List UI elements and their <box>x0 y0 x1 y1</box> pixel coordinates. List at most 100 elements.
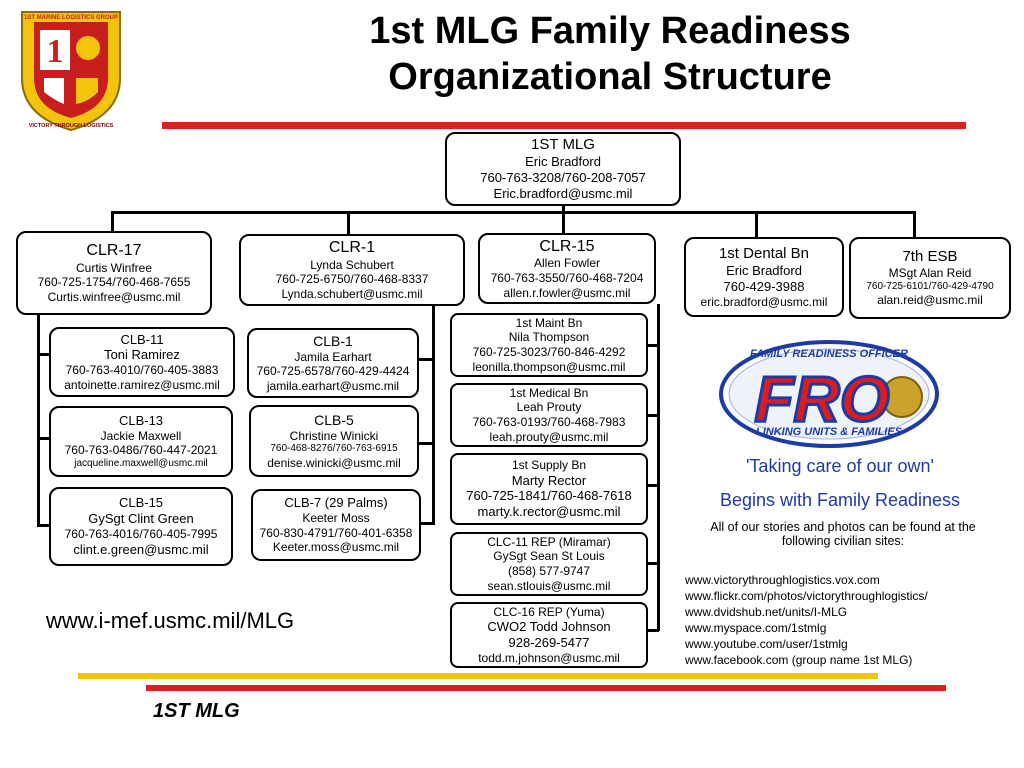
contact-phone: 760-763-3208/760-208-7057 <box>480 170 646 186</box>
connector <box>647 414 659 417</box>
contact-phone: 760-763-4016/760-405-7995 <box>64 527 218 542</box>
contact-phone: 760-830-4791/760-401-6358 <box>259 525 413 540</box>
connector <box>647 562 659 565</box>
contact-phone: 760-725-6578/760-429-4424 <box>256 364 410 379</box>
unit-name: CLB-11 <box>120 331 164 347</box>
connector <box>111 211 915 214</box>
site-link[interactable]: www.myspace.com/1stmlg <box>685 621 827 635</box>
org-box-clb-7: CLB-7 (29 Palms) Keeter Moss 760-830-479… <box>251 489 421 561</box>
contact-name: GySgt Clint Green <box>88 511 194 527</box>
contact-name: Jackie Maxwell <box>100 428 182 443</box>
header-red-bar <box>162 122 966 129</box>
unit-name: CLB-1 <box>313 332 353 349</box>
contact-name: Eric Bradford <box>525 154 601 170</box>
unit-name: 1ST MLG <box>531 136 595 154</box>
fro-banner-top: FAMILY READINESS OFFICER <box>750 348 908 360</box>
unit-name: CLR-1 <box>328 239 376 257</box>
connector <box>37 437 49 440</box>
contact-email: allen.r.fowler@usmc.mil <box>503 285 631 300</box>
contact-phone: 760-763-0193/760-468-7983 <box>472 415 626 429</box>
contact-phone: 760-763-0486/760-447-2021 <box>64 443 218 458</box>
site-link[interactable]: www.victorythroughlogistics.vox.com <box>685 573 880 587</box>
fro-note: All of our stories and photos can be fou… <box>710 520 976 548</box>
title-line-1: 1st MLG Family Readiness <box>369 10 851 52</box>
contact-email: antoinette.ramirez@usmc.mil <box>64 377 220 392</box>
site-link[interactable]: www.dvidshub.net/units/I-MLG <box>685 605 848 619</box>
contact-name: Keeter Moss <box>302 510 370 525</box>
unit-name: CLR-15 <box>539 237 595 255</box>
unit-name: 7th ESB <box>902 248 958 266</box>
contact-name: GySgt Sean St Louis <box>493 549 605 564</box>
site-link[interactable]: www.facebook.com (group name 1st MLG) <box>685 653 913 667</box>
contact-name: MSgt Alan Reid <box>888 266 972 281</box>
website-link[interactable]: www.i-mef.usmc.mil/MLG <box>46 608 295 633</box>
contact-phone: 760-763-3550/760-468-7204 <box>490 270 644 285</box>
connector <box>432 306 435 524</box>
org-box-clb-5: CLB-5 Christine Winicki 760-468-8276/760… <box>249 405 419 477</box>
unit-logo: 1 1ST MARINE LOGISTICS GROUP VICTORY THR… <box>14 8 128 134</box>
connector <box>562 206 565 214</box>
contact-email: Eric.bradford@usmc.mil <box>493 186 633 202</box>
logo-ring-bottom: VICTORY THROUGH LOGISTICS <box>29 123 114 129</box>
contact-name: Toni Ramirez <box>104 347 180 363</box>
site-link[interactable]: www.flickr.com/photos/victorythroughlogi… <box>685 589 928 603</box>
contact-email: marty.k.rector@usmc.mil <box>477 504 621 520</box>
unit-name: 1st Medical Bn <box>509 385 589 400</box>
org-box-1st-mlg: 1ST MLG Eric Bradford 760-763-3208/760-2… <box>445 132 681 206</box>
org-box-clr-17: CLR-17 Curtis Winfree 760-725-1754/760-4… <box>16 231 212 315</box>
connector <box>657 304 660 631</box>
contact-email: todd.m.johnson@usmc.mil <box>478 650 620 665</box>
org-box-clc-11-rep: CLC-11 REP (Miramar) GySgt Sean St Louis… <box>450 532 648 596</box>
connector <box>913 211 916 238</box>
contact-name: Eric Bradford <box>726 262 802 278</box>
connector <box>755 211 758 238</box>
contact-email: sean.stlouis@usmc.mil <box>487 578 611 593</box>
connector <box>647 629 659 632</box>
unit-name: CLB-7 (29 Palms) <box>284 495 388 511</box>
footer-brand: 1ST MLG <box>153 700 240 722</box>
org-box-1st-maint-bn: 1st Maint Bn Nila Thompson 760-725-3023/… <box>450 313 648 377</box>
unit-name: CLC-16 REP (Yuma) <box>493 604 605 619</box>
contact-email: jamila.earhart@usmc.mil <box>266 378 400 393</box>
site-list: www.victorythroughlogistics.vox.com www.… <box>685 572 1015 668</box>
footer-yellow-bar <box>78 673 878 679</box>
contact-phone: 760-725-1841/760-468-7618 <box>466 488 632 504</box>
org-box-1st-supply-bn: 1st Supply Bn Marty Rector 760-725-1841/… <box>450 453 648 525</box>
contact-phone: 760-763-4010/760-405-3883 <box>65 363 219 378</box>
connector <box>37 315 40 527</box>
contact-name: Lynda Schubert <box>310 257 394 272</box>
contact-email: clint.e.green@usmc.mil <box>73 541 209 557</box>
contact-name: Marty Rector <box>511 472 587 488</box>
contact-email: Curtis.winfree@usmc.mil <box>47 290 181 305</box>
title-line-2: Organizational Structure <box>388 56 832 98</box>
contact-phone: (858) 577-9747 <box>507 564 591 578</box>
contact-name: Jamila Earhart <box>294 349 372 364</box>
fro-letters: FRO <box>754 363 889 435</box>
page-title: 1st MLG Family Readiness Organizational … <box>200 8 1020 100</box>
unit-name: 1st Supply Bn <box>511 457 587 472</box>
connector <box>111 211 114 233</box>
unit-name: CLB-5 <box>314 411 354 428</box>
contact-email: jacqueline.maxwell@usmc.mil <box>74 457 208 469</box>
contact-email: eric.bradford@usmc.mil <box>700 294 828 309</box>
org-box-clb-11: CLB-11 Toni Ramirez 760-763-4010/760-405… <box>49 327 235 397</box>
contact-phone: 760-468-8276/760-763-6915 <box>270 443 398 455</box>
fro-banner-bottom: LINKING UNITS & FAMILIES <box>756 426 903 438</box>
contact-email: denise.winicki@usmc.mil <box>267 455 401 470</box>
contact-name: CWO2 Todd Johnson <box>487 619 611 635</box>
connector <box>37 524 49 527</box>
site-link[interactable]: www.youtube.com/user/1stmlg <box>685 637 848 651</box>
unit-name: CLB-15 <box>118 495 164 511</box>
fro-logo: FAMILY READINESS OFFICER FRO LINKING UNI… <box>718 339 940 449</box>
connector <box>421 522 435 525</box>
footer-red-bar <box>146 685 946 691</box>
contact-name: Allen Fowler <box>533 256 601 271</box>
unit-name: CLC-11 REP (Miramar) <box>487 534 611 549</box>
logo-numeral: 1 <box>47 33 64 70</box>
unit-name: 1st Dental Bn <box>718 244 810 262</box>
connector <box>37 353 49 356</box>
logo-ring-top: 1ST MARINE LOGISTICS GROUP <box>24 15 118 21</box>
org-box-clr-1: CLR-1 Lynda Schubert 760-725-6750/760-46… <box>239 234 465 306</box>
org-box-1st-dental-bn: 1st Dental Bn Eric Bradford 760-429-3988… <box>684 237 844 317</box>
contact-phone: 760-725-6101/760-429-4790 <box>866 281 994 293</box>
